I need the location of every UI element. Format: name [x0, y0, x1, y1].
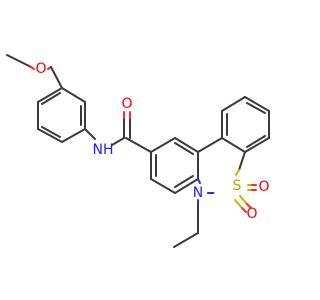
bond-nh-carbonyl: [111, 137, 125, 146]
sulfur-label: S: [233, 178, 242, 194]
methoxy-oxygen-label: O: [35, 61, 46, 77]
bond-ring-nh: [84, 128, 96, 140]
bond-o-ring: [50, 66, 63, 89]
ring-nitrogen-label: N: [193, 185, 203, 201]
methoxyphenyl-ring: [37, 87, 86, 143]
bond-s-o1: [234, 199, 243, 209]
atom-label-layer: O O NH N S O O: [35, 61, 269, 222]
upper-benzo-ring: [221, 96, 270, 153]
bond-methyl-o: [6, 54, 32, 68]
bond-ring-s: [238, 151, 246, 171]
chemical-structure: O O NH N S O O: [6, 54, 270, 248]
bond-biaryl: [197, 137, 223, 153]
sulfonyl-oxygen-2-label: O: [258, 179, 269, 195]
carbonyl-oxygen-label: O: [121, 96, 132, 112]
amide-nh-label: NH: [93, 142, 114, 158]
bond-carbonyl-ring: [125, 137, 152, 153]
sulfonyl-oxygen-1-label: O: [246, 206, 257, 222]
bond-layer: [6, 54, 270, 248]
central-benzo-ring: [150, 137, 199, 194]
bond-ethyl: [173, 232, 199, 248]
